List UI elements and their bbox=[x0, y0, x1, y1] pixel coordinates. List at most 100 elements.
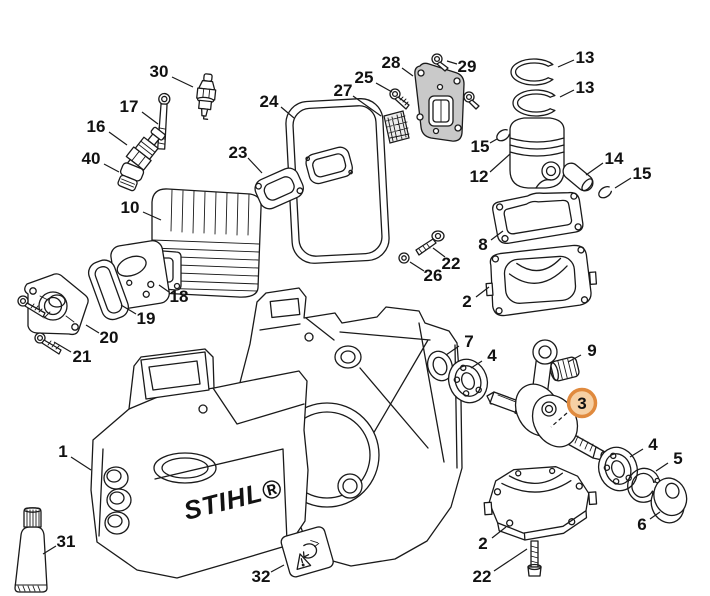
leader-line-25 bbox=[375, 82, 393, 93]
leader-line-12 bbox=[489, 153, 511, 173]
plug-40-drawing bbox=[117, 162, 145, 192]
part-label-4[interactable]: 4 bbox=[487, 346, 497, 365]
leader-line-13 bbox=[557, 59, 575, 68]
screw-29b-drawing bbox=[463, 91, 480, 110]
circlip-right-drawing bbox=[598, 186, 613, 199]
washer-6-drawing bbox=[650, 477, 688, 524]
part-label-7[interactable]: 7 bbox=[464, 332, 473, 351]
upper-case-half-drawing bbox=[485, 244, 598, 317]
crankcase-front-half-drawing: STIHL® bbox=[90, 348, 309, 579]
leader-line-29 bbox=[446, 60, 458, 65]
needle-cage-drawing bbox=[549, 356, 580, 382]
part-label-2[interactable]: 2 bbox=[478, 534, 487, 553]
part-label-6[interactable]: 6 bbox=[637, 515, 646, 534]
part-label-21[interactable]: 21 bbox=[73, 347, 92, 366]
bearing-left-drawing bbox=[447, 358, 489, 404]
leader-line-26 bbox=[409, 261, 425, 272]
leader-line-5 bbox=[655, 462, 669, 472]
leader-line-24 bbox=[280, 106, 295, 119]
part-label-15[interactable]: 15 bbox=[471, 137, 490, 156]
part-label-31[interactable]: 31 bbox=[57, 532, 76, 551]
cylinder-gasket-drawing bbox=[110, 240, 170, 309]
leader-line-15 bbox=[489, 138, 498, 144]
part-label-16[interactable]: 16 bbox=[87, 117, 106, 136]
leader-line-15 bbox=[614, 177, 632, 189]
leader-line-27 bbox=[352, 95, 382, 117]
part-label-14[interactable]: 14 bbox=[605, 149, 624, 168]
part-label-25[interactable]: 25 bbox=[355, 68, 374, 87]
screw-25-drawing bbox=[389, 88, 410, 110]
part-label-2[interactable]: 2 bbox=[462, 292, 471, 311]
leader-line-23 bbox=[247, 157, 263, 174]
leader-line-21 bbox=[53, 341, 72, 353]
part-label-9[interactable]: 9 bbox=[587, 341, 596, 360]
crankshaft-drawing bbox=[486, 339, 606, 461]
intake-flange-drawing bbox=[24, 273, 89, 336]
leader-line-3 bbox=[550, 412, 568, 428]
screw-22-top-drawing bbox=[415, 230, 445, 256]
part-label-22[interactable]: 22 bbox=[473, 567, 492, 586]
muffler-plate-drawing bbox=[414, 62, 465, 142]
spark-screen-drawing bbox=[383, 110, 410, 144]
part-label-19[interactable]: 19 bbox=[137, 309, 156, 328]
leader-line-40 bbox=[103, 163, 120, 173]
part-label-4[interactable]: 4 bbox=[648, 435, 658, 454]
leader-line-18 bbox=[158, 284, 170, 293]
part-label-8[interactable]: 8 bbox=[478, 235, 487, 254]
piston-ring-top-drawing bbox=[510, 58, 554, 86]
oil-seal-drawing bbox=[426, 350, 454, 382]
part-label-28[interactable]: 28 bbox=[382, 53, 401, 72]
part-label-10[interactable]: 10 bbox=[121, 198, 140, 217]
leader-line-22 bbox=[493, 548, 528, 572]
part-label-26[interactable]: 26 bbox=[424, 266, 443, 285]
screw-21b-drawing bbox=[34, 332, 62, 355]
part-label-32[interactable]: 32 bbox=[252, 567, 271, 586]
leader-line-17 bbox=[141, 111, 159, 125]
part-label-13[interactable]: 13 bbox=[576, 48, 595, 67]
part-label-5[interactable]: 5 bbox=[673, 449, 682, 468]
leader-line-10 bbox=[142, 211, 162, 221]
spark-plug-drawing bbox=[196, 73, 217, 120]
leader-line-4 bbox=[470, 360, 483, 369]
leader-line-8 bbox=[490, 230, 504, 241]
leader-line-19 bbox=[120, 304, 137, 315]
part-label-15[interactable]: 15 bbox=[633, 164, 652, 183]
part-label-12[interactable]: 12 bbox=[470, 167, 489, 186]
cylinder-drawing bbox=[146, 188, 262, 298]
leader-line-30 bbox=[171, 76, 194, 88]
part-label-24[interactable]: 24 bbox=[260, 92, 279, 111]
screw-21a-drawing bbox=[17, 295, 46, 318]
part-label-1[interactable]: 1 bbox=[58, 442, 67, 461]
part-label-22[interactable]: 22 bbox=[442, 254, 461, 273]
sealant-tube-drawing bbox=[14, 507, 48, 593]
leader-line-7 bbox=[445, 345, 460, 356]
part-label-20[interactable]: 20 bbox=[100, 328, 119, 347]
part-label-27[interactable]: 27 bbox=[334, 81, 353, 100]
lower-case-half-drawing bbox=[483, 466, 598, 541]
wrist-pin-drawing bbox=[562, 162, 594, 192]
leader-line-2 bbox=[475, 286, 490, 298]
leader-line-4 bbox=[629, 448, 644, 458]
leader-line-2 bbox=[491, 526, 507, 539]
part-label-17[interactable]: 17 bbox=[120, 97, 139, 116]
bearing-right-drawing bbox=[597, 446, 639, 492]
part-label-30[interactable]: 30 bbox=[150, 62, 169, 81]
warning-label-drawing bbox=[280, 526, 334, 578]
leader-line-6 bbox=[649, 511, 661, 520]
exhaust-gasket-drawing bbox=[254, 167, 304, 210]
leader-line-16 bbox=[108, 131, 128, 146]
washer-26-drawing bbox=[398, 252, 410, 264]
part-label-29[interactable]: 29 bbox=[458, 57, 477, 76]
part-label-3[interactable]: 3 bbox=[577, 394, 586, 413]
leader-line-22 bbox=[432, 247, 446, 258]
leader-line-14 bbox=[585, 162, 604, 176]
part-label-40[interactable]: 40 bbox=[82, 149, 101, 168]
flange-gasket-drawing bbox=[87, 259, 129, 321]
part-label-23[interactable]: 23 bbox=[229, 143, 248, 162]
part-label-13[interactable]: 13 bbox=[576, 78, 595, 97]
leader-line-31 bbox=[42, 545, 57, 555]
piston-ring-bottom-drawing bbox=[512, 89, 556, 117]
part-label-18[interactable]: 18 bbox=[170, 287, 189, 306]
